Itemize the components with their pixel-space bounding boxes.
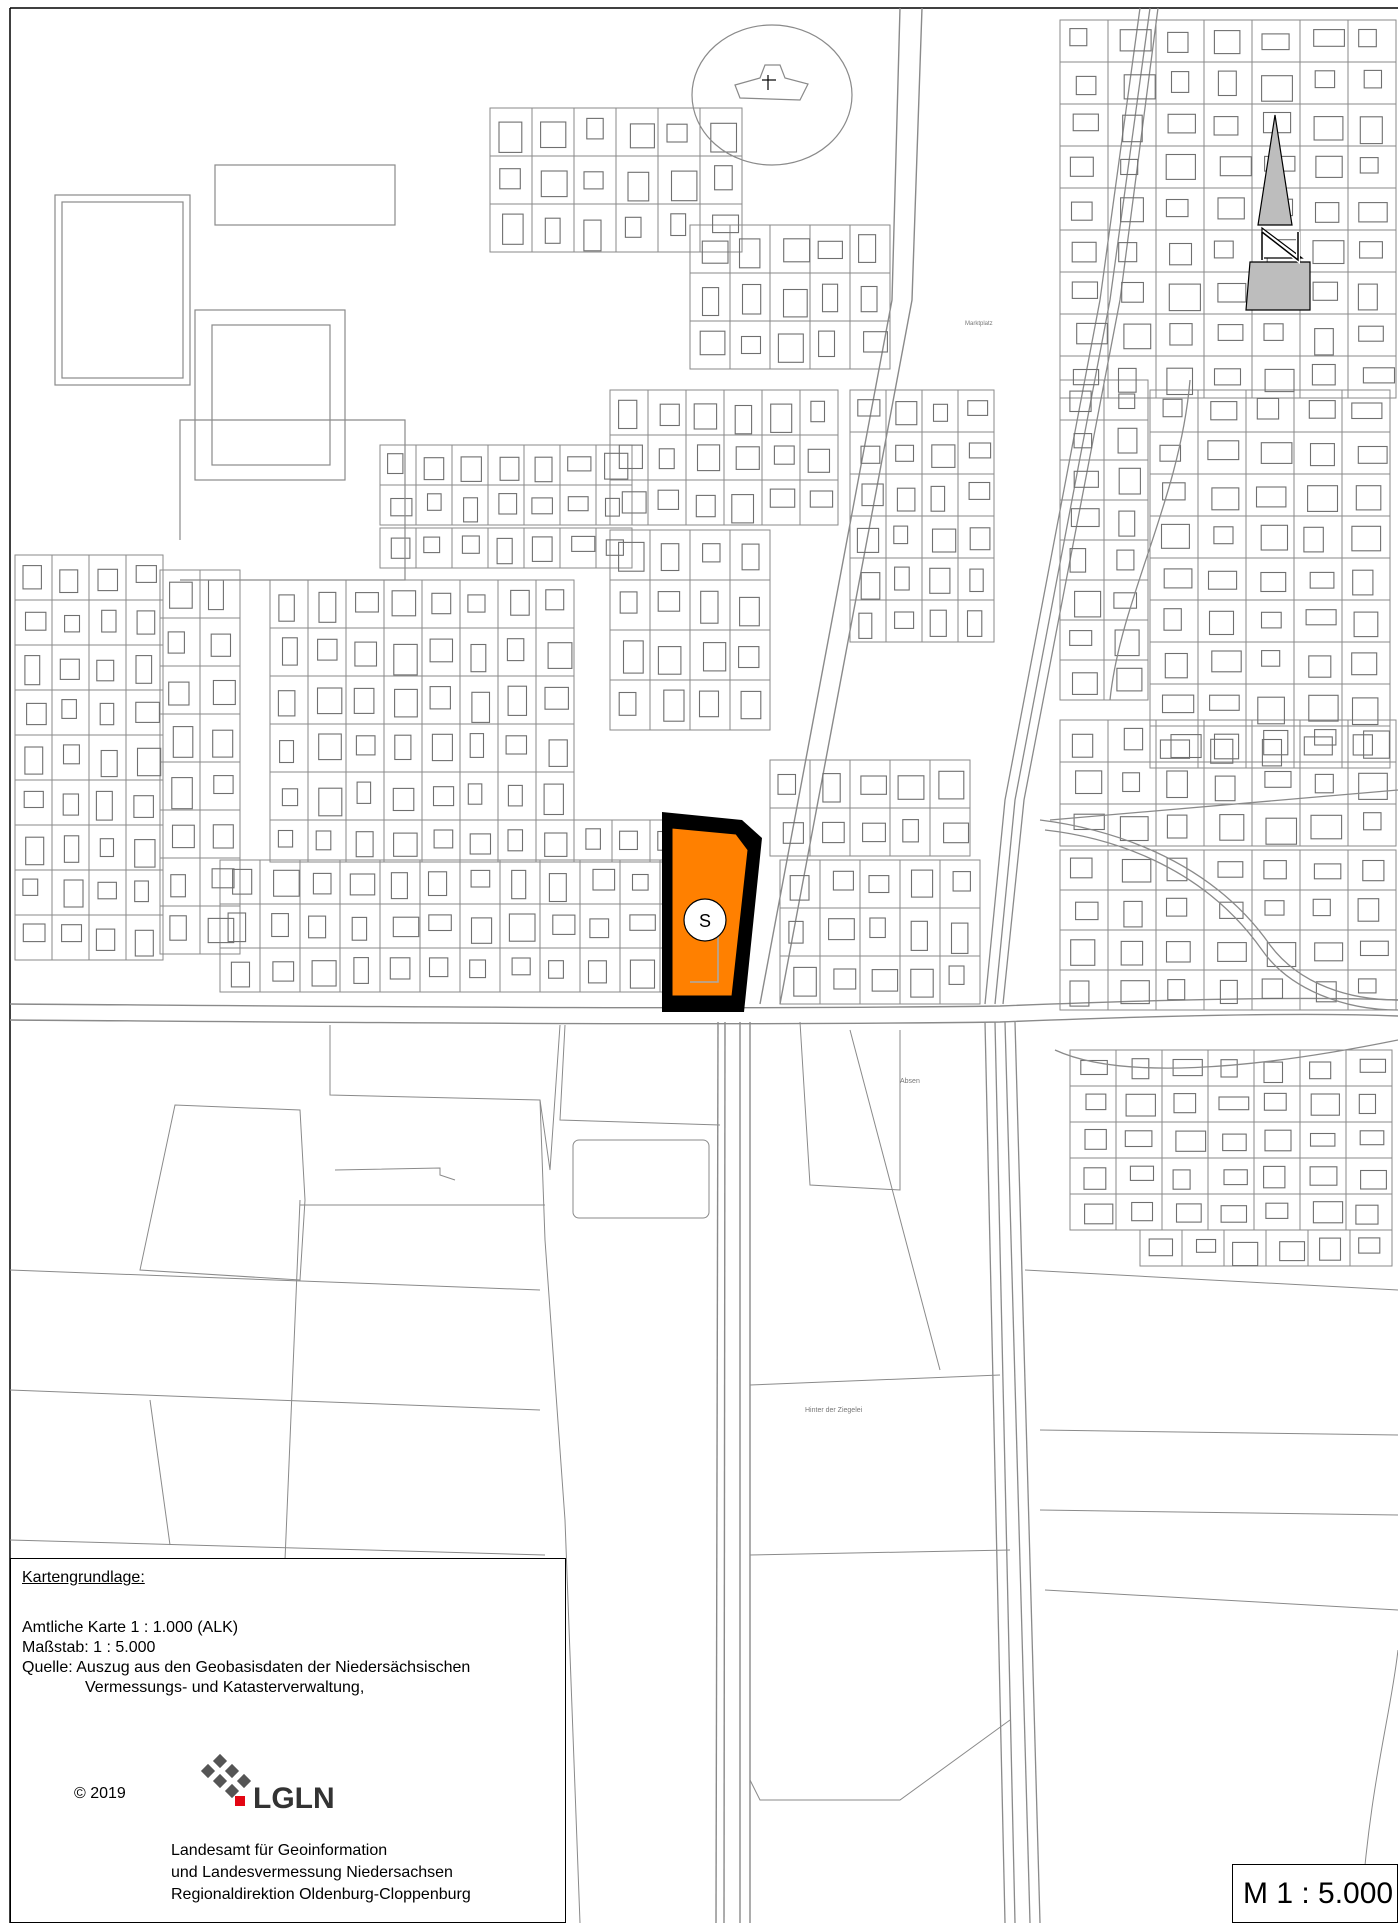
parcel-blocks [14,19,1397,1267]
logo-text: LGLN [253,1782,335,1815]
place-label-hinter-der-ziegelei: Hinter der Ziegelei [805,1407,863,1414]
building-footprints [22,28,1396,1267]
lgln-logo: LGLN [200,1753,335,1815]
site-marker[interactable] [683,898,727,942]
north-south-road [715,7,923,1923]
site-marker-label: S [699,911,711,931]
org-line: und Landesvermessung Niedersachsen [171,1864,453,1881]
map-legend: Kartengrundlage: Amtliche Karte 1 : 1.00… [10,1558,566,1923]
church [691,24,853,166]
sports-field [54,164,406,581]
east-streets [1039,379,1398,1069]
org-line: Regionaldirektion Oldenburg-Cloppenburg [171,1886,471,1903]
site-area[interactable]: S [662,812,762,1012]
legend-line: Maßstab: 1 : 5.000 [22,1639,156,1656]
railway [984,7,1159,1923]
legend-line: Quelle: Auszug aus den Geobasisdaten der… [22,1659,471,1676]
org-line: Landesamt für Geoinformation [171,1842,388,1859]
place-label-marktplatz: Marktplatz [965,321,993,327]
legend-title: Kartengrundlage: [22,1569,145,1586]
scale-label: M 1 : 5.000 [1232,1864,1398,1923]
copyright: © 2019 [74,1785,126,1802]
legend-line: Vermessungs- und Katasterverwaltung, [85,1679,365,1696]
legend-line: Amtliche Karte 1 : 1.000 (ALK) [22,1619,239,1636]
place-label-absen: Absen [900,1078,920,1085]
north-arrow-icon [1245,114,1311,311]
